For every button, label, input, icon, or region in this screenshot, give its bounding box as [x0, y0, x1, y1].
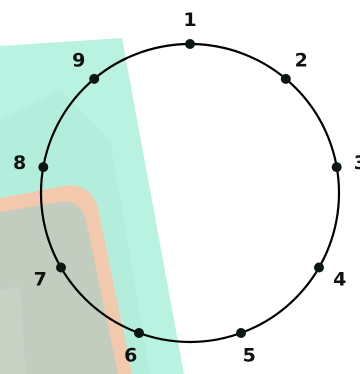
node-2-label: 2: [295, 50, 308, 72]
ring-nodes: 1 2 3 4 5 6 7 8 9: [13, 9, 360, 367]
node-2-dot: [280, 73, 291, 84]
map-block-inner: [0, 286, 26, 374]
node-3-label: 3: [354, 152, 360, 174]
map-background: [0, 38, 184, 374]
node-9-dot: [89, 73, 100, 84]
node-7-dot: [56, 262, 66, 273]
node-4-dot: [314, 262, 324, 273]
node-8-label: 8: [13, 152, 26, 174]
node-8-dot: [38, 162, 49, 173]
node-6-dot: [134, 328, 144, 338]
node-6-label: 6: [124, 345, 137, 367]
node-1-label: 1: [183, 9, 196, 31]
node-9-label: 9: [72, 50, 85, 72]
node-7-label: 7: [34, 269, 47, 291]
node-5-label: 5: [243, 345, 256, 367]
node-5-dot: [236, 328, 246, 338]
node-3-dot: [331, 162, 342, 173]
map-block: [0, 201, 118, 374]
node-4-label: 4: [333, 269, 346, 291]
node-1-dot: [185, 39, 195, 49]
